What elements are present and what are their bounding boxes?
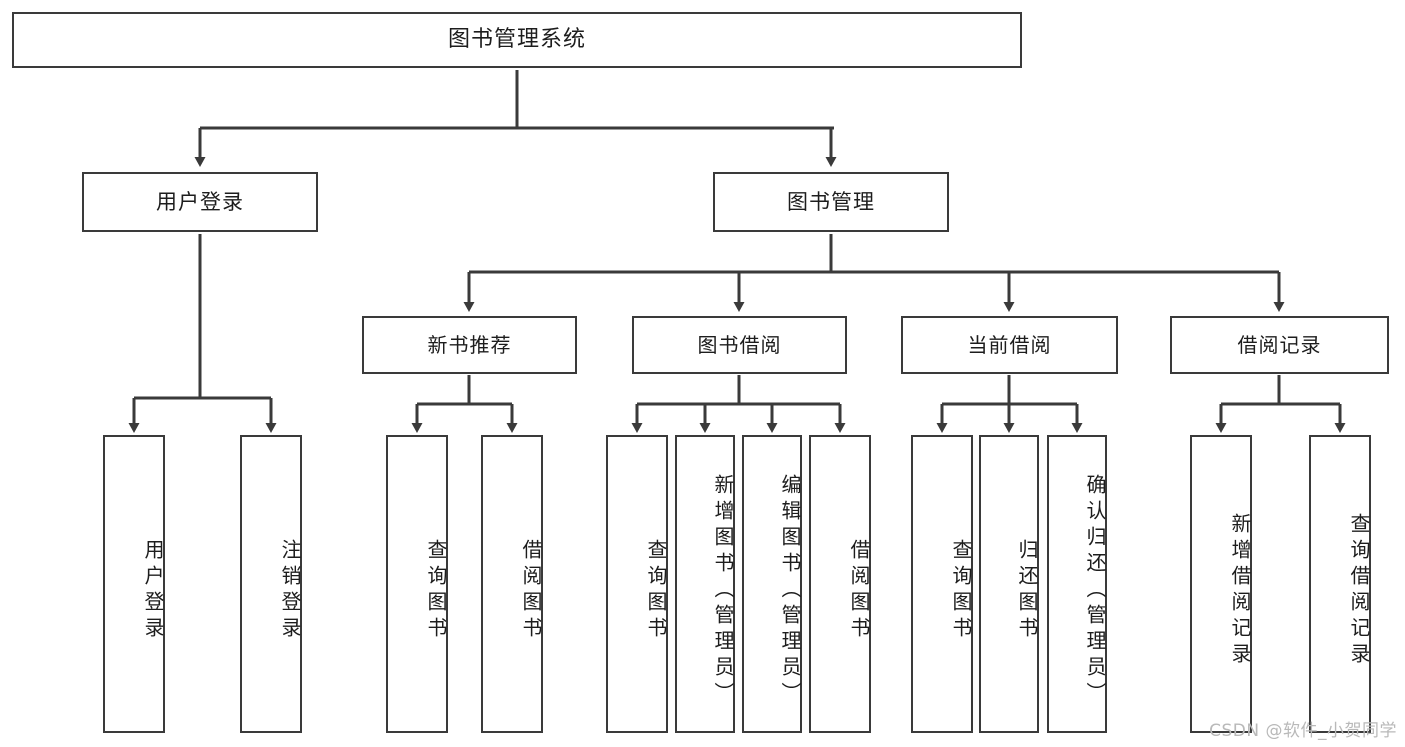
leaf-borrow-book-2-label: 借阅图书 bbox=[847, 539, 871, 643]
node-current-borrow-label: 当前借阅 bbox=[967, 332, 1052, 357]
leaf-query-record-label: 查询借阅记录 bbox=[1347, 513, 1371, 669]
leaf-query-book-1-label: 查询图书 bbox=[424, 539, 448, 643]
node-user-login-label: 用户登录 bbox=[156, 189, 244, 214]
leaf-confirm-return-label: 确认归还（管理员） bbox=[1083, 474, 1107, 708]
leaf-query-book-3-label: 查询图书 bbox=[949, 539, 973, 643]
node-book-borrow-label: 图书借阅 bbox=[697, 332, 782, 357]
node-borrow-record[interactable]: 借阅记录 bbox=[1170, 316, 1389, 374]
watermark: CSDN @软件_小贺同学 bbox=[1209, 721, 1397, 741]
leaf-user-login-label: 用户登录 bbox=[141, 539, 165, 643]
leaf-query-book-2-label: 查询图书 bbox=[644, 539, 668, 643]
leaf-borrow-book-1-label: 借阅图书 bbox=[519, 539, 543, 643]
leaf-confirm-return[interactable]: 确认归还（管理员） bbox=[1047, 435, 1107, 733]
leaf-add-book-label: 新增图书（管理员） bbox=[711, 474, 735, 708]
node-new-book-recommend-label: 新书推荐 bbox=[427, 332, 512, 357]
node-borrow-record-label: 借阅记录 bbox=[1237, 332, 1322, 357]
leaf-logout-login-label: 注销登录 bbox=[278, 539, 302, 643]
leaf-query-book-2[interactable]: 查询图书 bbox=[606, 435, 668, 733]
leaf-return-book-label: 归还图书 bbox=[1015, 539, 1039, 643]
leaf-edit-book[interactable]: 编辑图书（管理员） bbox=[742, 435, 802, 733]
leaf-logout-login[interactable]: 注销登录 bbox=[240, 435, 302, 733]
node-book-manage-label: 图书管理 bbox=[787, 189, 875, 214]
leaf-query-book-1[interactable]: 查询图书 bbox=[386, 435, 448, 733]
node-root-system-label: 图书管理系统 bbox=[447, 27, 586, 53]
leaf-borrow-book-2[interactable]: 借阅图书 bbox=[809, 435, 871, 733]
node-user-login[interactable]: 用户登录 bbox=[82, 172, 318, 232]
node-new-book-recommend[interactable]: 新书推荐 bbox=[362, 316, 577, 374]
node-book-manage[interactable]: 图书管理 bbox=[713, 172, 949, 232]
node-current-borrow[interactable]: 当前借阅 bbox=[901, 316, 1118, 374]
leaf-add-record-label: 新增借阅记录 bbox=[1228, 513, 1252, 669]
leaf-query-book-3[interactable]: 查询图书 bbox=[911, 435, 973, 733]
node-book-borrow[interactable]: 图书借阅 bbox=[632, 316, 847, 374]
leaf-query-record[interactable]: 查询借阅记录 bbox=[1309, 435, 1371, 733]
leaf-add-record[interactable]: 新增借阅记录 bbox=[1190, 435, 1252, 733]
leaf-user-login[interactable]: 用户登录 bbox=[103, 435, 165, 733]
leaf-return-book[interactable]: 归还图书 bbox=[979, 435, 1039, 733]
leaf-edit-book-label: 编辑图书（管理员） bbox=[778, 474, 802, 708]
node-root-system[interactable]: 图书管理系统 bbox=[12, 12, 1022, 68]
leaf-borrow-book-1[interactable]: 借阅图书 bbox=[481, 435, 543, 733]
leaf-add-book[interactable]: 新增图书（管理员） bbox=[675, 435, 735, 733]
